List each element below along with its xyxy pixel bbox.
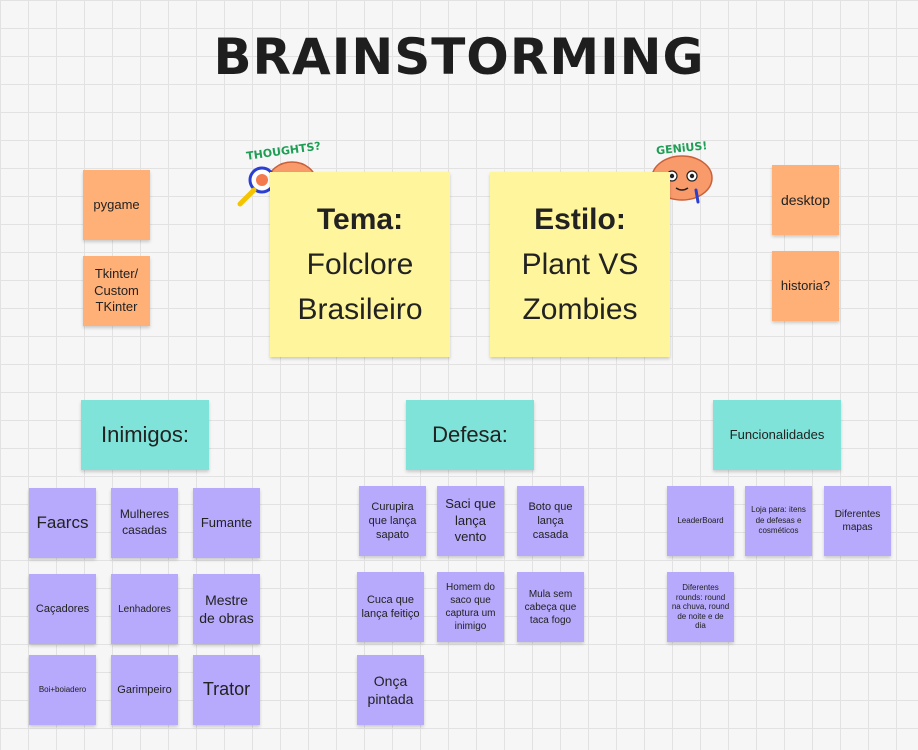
genius-sticker-text: GENiUS! [656, 139, 708, 157]
note-estilo-label: Estilo: [534, 203, 626, 236]
inimigo-note[interactable]: Boi+boiadero [29, 655, 96, 725]
note-historia[interactable]: historia? [772, 251, 839, 321]
category-inimigos[interactable]: Inimigos: [81, 400, 209, 470]
note-pygame[interactable]: pygame [83, 170, 150, 240]
note-tema-line2: Brasileiro [297, 293, 423, 326]
inimigo-note[interactable]: Fumante [193, 488, 260, 558]
funcionalidade-note[interactable]: Diferentes rounds: round na chuva, round… [667, 572, 734, 642]
note-tkinter[interactable]: Tkinter/ Custom TKinter [83, 256, 150, 326]
funcionalidade-note[interactable]: Diferentes mapas [824, 486, 891, 556]
defesa-note[interactable]: Homem do saco que captura um inimigo [437, 572, 504, 642]
note-estilo-line2: Zombies [522, 293, 638, 326]
defesa-note[interactable]: Cuca que lança feitiço [357, 572, 424, 642]
thoughts-sticker-text: THOUGHTS? [245, 140, 321, 163]
inimigo-note[interactable]: Faarcs [29, 488, 96, 558]
note-tema-line1: Folclore [306, 248, 414, 281]
defesa-note[interactable]: Mula sem cabeça que taca fogo [517, 572, 584, 642]
inimigo-note[interactable]: Mulheres casadas [111, 488, 178, 558]
category-funcionalidades[interactable]: Funcionalidades [713, 400, 841, 470]
note-desktop[interactable]: desktop [772, 165, 839, 235]
note-tema-label: Tema: [316, 203, 404, 236]
note-estilo-line1: Plant VS [521, 248, 639, 281]
defesa-note[interactable]: Saci que lança vento [437, 486, 504, 556]
defesa-note[interactable]: Curupira que lança sapato [359, 486, 426, 556]
funcionalidade-note[interactable]: Loja para: itens de defesas e cosméticos [745, 486, 812, 556]
defesa-note[interactable]: Onça pintada [357, 655, 424, 725]
inimigo-note[interactable]: Garimpeiro [111, 655, 178, 725]
defesa-note[interactable]: Boto que lança casada [517, 486, 584, 556]
inimigo-note[interactable]: Trator [193, 655, 260, 725]
inimigo-note[interactable]: Mestre de obras [193, 574, 260, 644]
funcionalidade-note[interactable]: LeaderBoard [667, 486, 734, 556]
genius-brain-sticker[interactable]: GENiUS! [644, 136, 720, 208]
inimigo-note[interactable]: Caçadores [29, 574, 96, 644]
board-title: BRAINSTORMING [213, 28, 705, 86]
note-estilo[interactable]: Estilo: Plant VS Zombies [490, 172, 670, 357]
category-defesa[interactable]: Defesa: [406, 400, 534, 470]
note-tema[interactable]: Tema: Folclore Brasileiro [270, 172, 450, 357]
inimigo-note[interactable]: Lenhadores [111, 574, 178, 644]
